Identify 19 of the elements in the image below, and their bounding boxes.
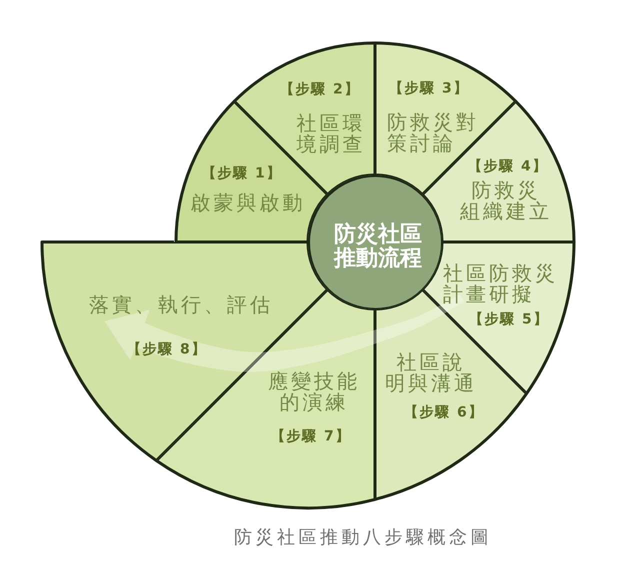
step-label: 【步驟 4】 [468,158,548,176]
step-description: 落實、執行、評估 [89,294,273,316]
step-label: 【步驟 7】 [271,428,351,446]
step-label: 【步驟 2】 [280,80,360,100]
step-description: 防救災組織建立 [459,180,553,222]
step-sector [232,40,375,195]
step-description: 啟蒙與啟動 [190,192,306,214]
caption: 防災社區推動八步驟概念圖 [234,526,492,549]
step-label: 【步驟 5】 [469,310,549,330]
step-description: 社區防救災計畫研擬 [443,263,559,305]
hub-text: 防災社區推動流程 [332,222,423,270]
step-label: 【步驟 8】 [127,340,207,360]
step-label: 【步驟 1】 [202,164,282,184]
step-description: 應變技能的演練 [267,371,361,413]
step-description: 社區環境調查 [296,113,366,155]
step-description: 社區說明與溝通 [384,352,478,394]
step-description: 防救災對策討論 [387,112,480,154]
step-label: 【步驟 3】 [389,80,469,98]
step-label: 【步驟 6】 [404,404,484,422]
